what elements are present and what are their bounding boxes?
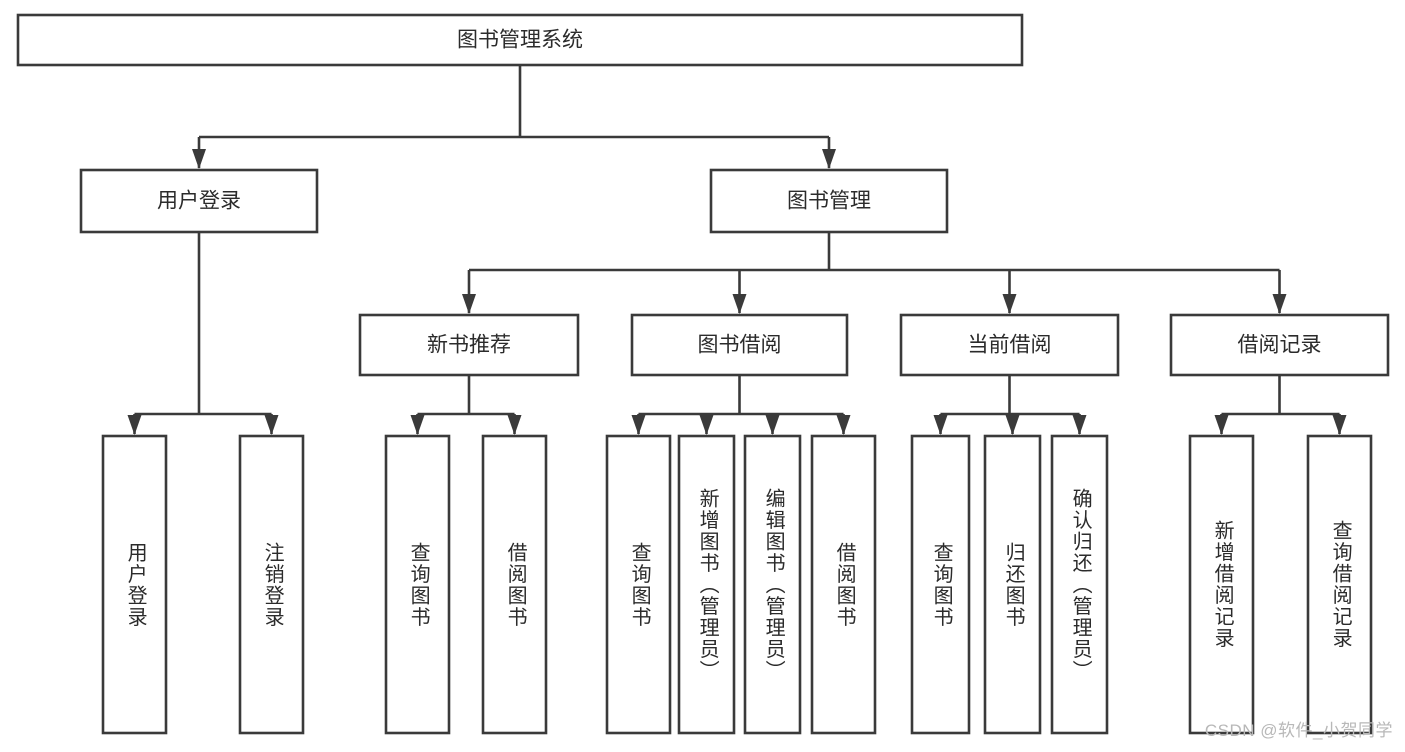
node-level3-2-label: 当前借阅	[968, 334, 1052, 357]
watermark-text: CSDN @软件_小贺同学	[1204, 721, 1393, 740]
arrow-down-icon	[1332, 415, 1347, 435]
arrow-down-icon	[1005, 415, 1020, 435]
arrow-down-icon	[410, 415, 425, 435]
node-leaf-0[interactable]	[101, 434, 168, 735]
node-leaf-10-rect	[1050, 434, 1109, 735]
node-leaf-5[interactable]	[677, 434, 736, 735]
node-level3-1[interactable]	[630, 313, 849, 377]
node-leaf-6-rect	[743, 434, 802, 735]
arrow-down-icon	[699, 415, 714, 435]
node-level2-1-rect	[709, 168, 949, 234]
node-root-rect	[16, 13, 1024, 67]
arrow-down-icon	[933, 415, 948, 435]
node-leaf-9[interactable]	[983, 434, 1042, 735]
node-level3-0-rect	[358, 313, 580, 377]
arrow-down-icon	[1002, 294, 1017, 314]
node-root-label: 图书管理系统	[457, 29, 583, 52]
arrow-down-icon	[264, 415, 279, 435]
arrow-down-icon	[822, 149, 836, 169]
arrow-down-icon	[1272, 294, 1287, 314]
node-leaf-4[interactable]	[605, 434, 672, 735]
node-leaf-6[interactable]	[743, 434, 802, 735]
node-leaf-12[interactable]	[1306, 434, 1373, 735]
node-leaf-12-rect	[1306, 434, 1373, 735]
node-leaf-7-rect	[810, 434, 877, 735]
arrow-down-icon	[631, 415, 646, 435]
arrow-down-icon	[836, 415, 851, 435]
node-leaf-2-rect	[384, 434, 451, 735]
node-root[interactable]	[16, 13, 1024, 67]
node-leaf-2[interactable]	[384, 434, 451, 735]
node-leaf-9-rect	[983, 434, 1042, 735]
node-level2-1[interactable]	[709, 168, 949, 234]
arrow-down-icon	[765, 415, 780, 435]
arrow-down-icon	[507, 415, 522, 435]
node-level3-0[interactable]	[358, 313, 580, 377]
node-level3-3-rect	[1169, 313, 1390, 377]
node-leaf-1-rect	[238, 434, 305, 735]
arrow-down-icon	[192, 149, 206, 169]
arrow-down-icon	[1072, 415, 1087, 435]
node-leaf-3[interactable]	[481, 434, 548, 735]
node-level3-3[interactable]	[1169, 313, 1390, 377]
node-level2-1-label: 图书管理	[787, 190, 871, 213]
node-leaf-3-rect	[481, 434, 548, 735]
node-leaf-7[interactable]	[810, 434, 877, 735]
arrow-down-icon	[462, 294, 476, 314]
node-leaf-5-rect	[677, 434, 736, 735]
arrow-down-icon	[732, 294, 747, 314]
node-leaf-4-rect	[605, 434, 672, 735]
node-leaf-8[interactable]	[910, 434, 971, 735]
node-leaf-11-rect	[1188, 434, 1255, 735]
node-level3-2[interactable]	[899, 313, 1120, 377]
node-level2-0-label: 用户登录	[157, 190, 241, 213]
node-level3-1-label: 图书借阅	[698, 334, 782, 357]
node-level3-2-rect	[899, 313, 1120, 377]
node-level3-3-label: 借阅记录	[1238, 334, 1322, 357]
node-leaf-8-rect	[910, 434, 971, 735]
arrow-down-icon	[127, 415, 142, 435]
node-leaf-0-rect	[101, 434, 168, 735]
node-leaf-11[interactable]	[1188, 434, 1255, 735]
node-level3-0-label: 新书推荐	[427, 334, 511, 357]
node-level3-1-rect	[630, 313, 849, 377]
arrow-down-icon	[1214, 415, 1229, 435]
node-leaf-1[interactable]	[238, 434, 305, 735]
node-leaf-10[interactable]	[1050, 434, 1109, 735]
